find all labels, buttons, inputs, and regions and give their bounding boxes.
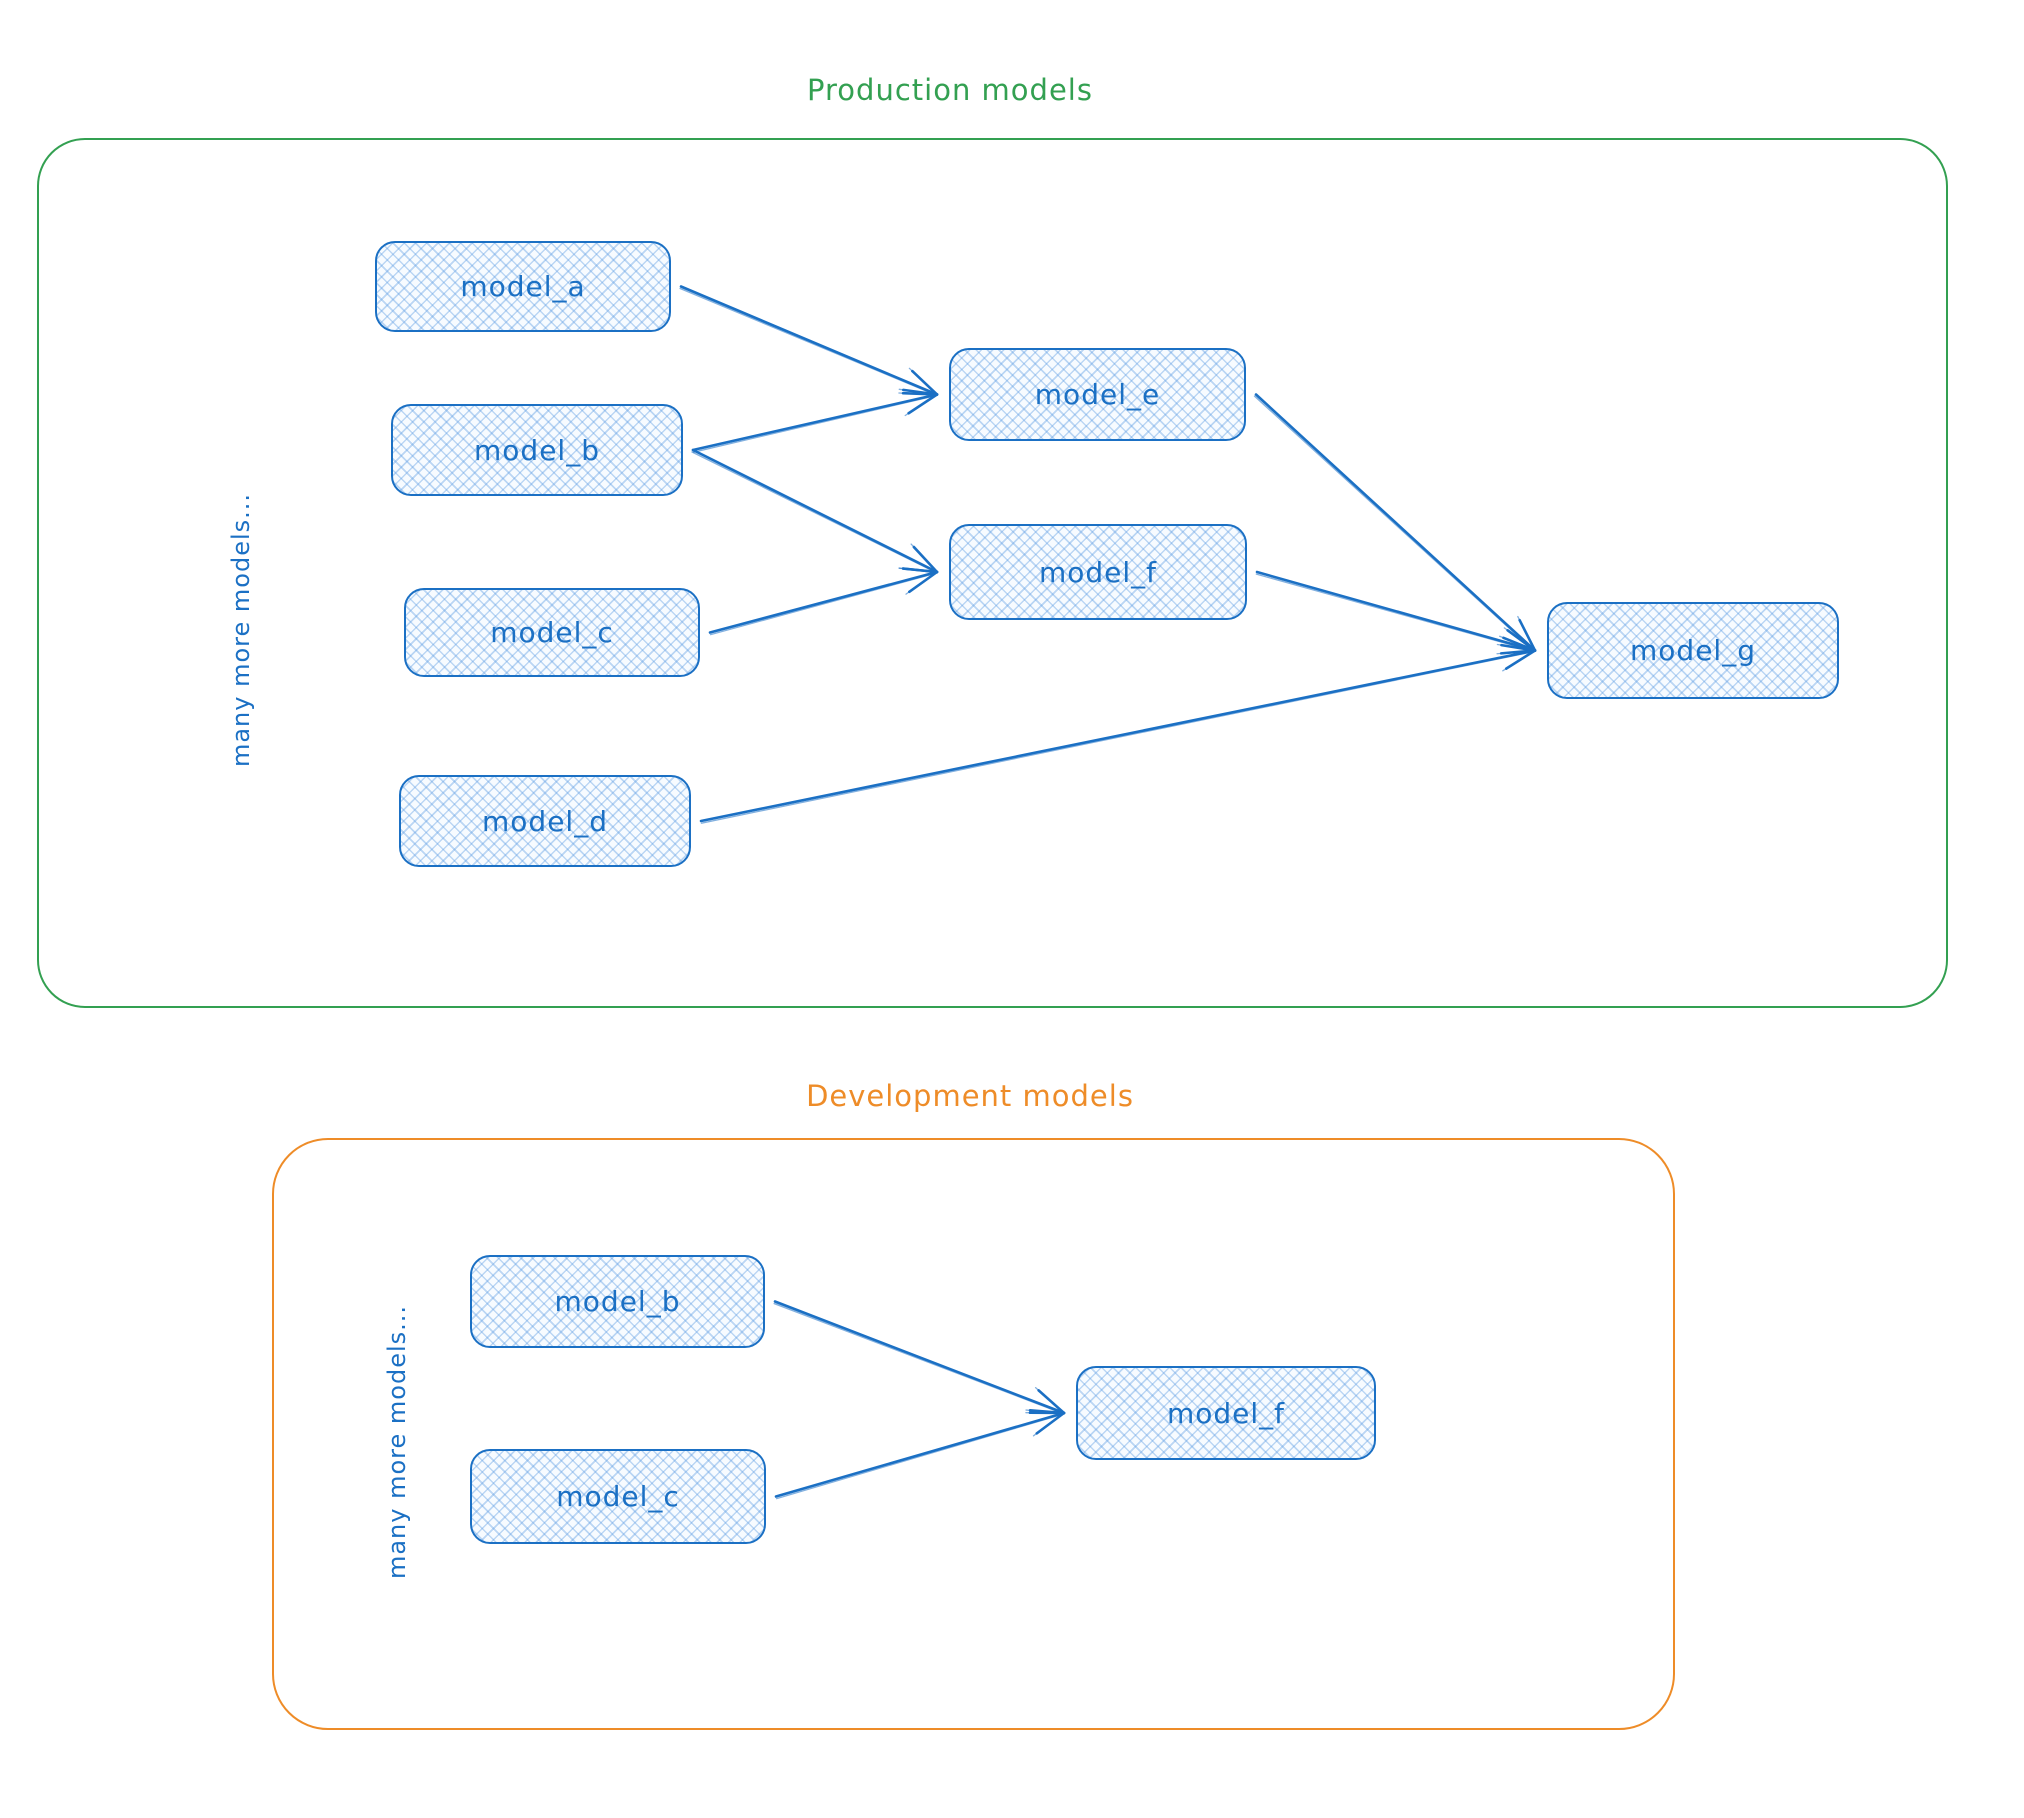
node-production-model_e: model_e — [949, 348, 1246, 441]
side-label-development: many more models... — [383, 1304, 411, 1580]
side-label-production: many more models... — [227, 492, 255, 768]
node-production-model_g: model_g — [1547, 602, 1839, 699]
node-production-model_f: model_f — [949, 524, 1247, 620]
node-production-model_a: model_a — [375, 241, 671, 332]
node-development-model_f: model_f — [1076, 1366, 1376, 1460]
section-title-production: Production models — [807, 73, 1093, 107]
node-development-model_c: model_c — [470, 1449, 766, 1544]
section-frame-production — [37, 138, 1948, 1008]
node-production-model_d: model_d — [399, 775, 691, 867]
section-frame-development — [272, 1138, 1675, 1730]
node-development-model_b: model_b — [470, 1255, 765, 1348]
node-production-model_b: model_b — [391, 404, 683, 496]
section-title-development: Development models — [806, 1079, 1134, 1113]
node-production-model_c: model_c — [404, 588, 700, 677]
